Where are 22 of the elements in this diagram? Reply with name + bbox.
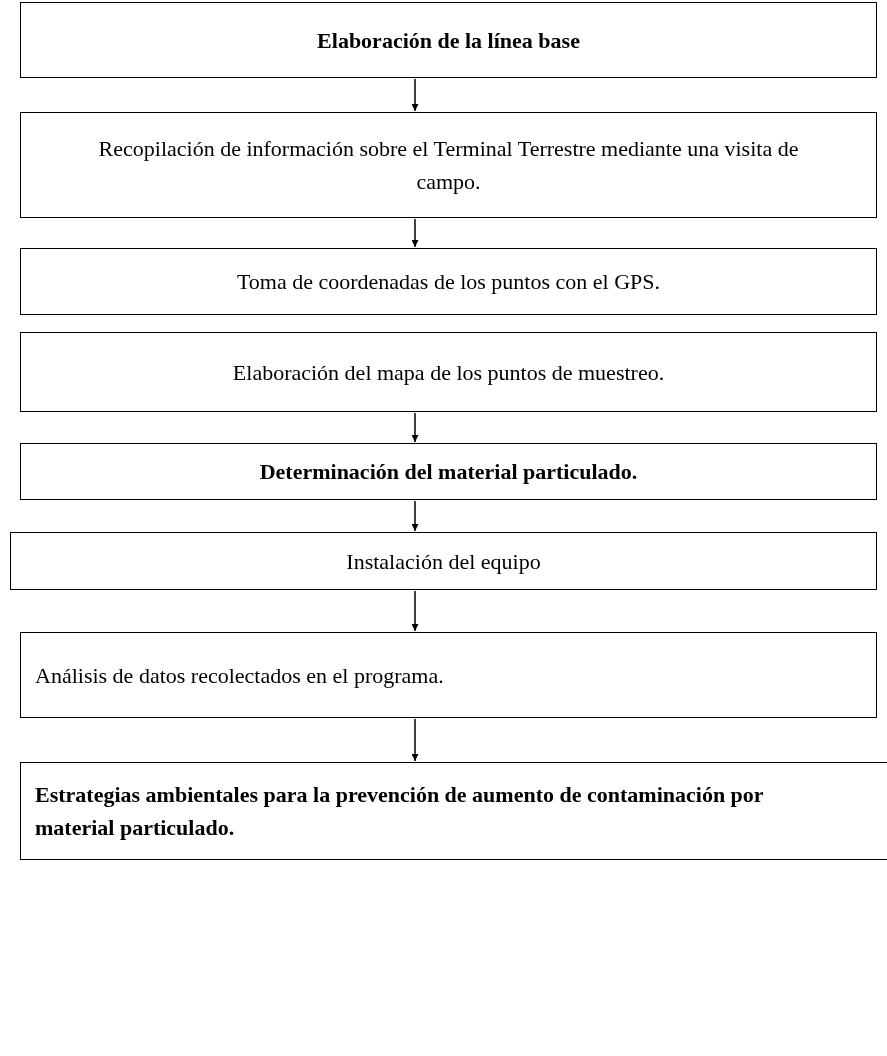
step-text: Toma de coordenadas de los puntos con el GPS. xyxy=(235,268,662,296)
step-text: Elaboración del mapa de los puntos de muestreo. xyxy=(231,358,666,387)
process-box xyxy=(20,762,887,860)
step-text: Análisis de datos recolectados en el programa. xyxy=(34,661,445,690)
process-box xyxy=(10,532,877,590)
process-box xyxy=(20,332,877,412)
process-box xyxy=(20,248,877,315)
step-text: Instalación del equipo xyxy=(345,547,542,576)
step-text: Elaboración de la línea base xyxy=(316,26,581,55)
step-text: Determinación del material particulado. xyxy=(258,458,639,486)
arrow xyxy=(411,218,419,248)
arrow xyxy=(411,718,419,762)
step-text: Recopilación de información sobre el Terminal Terrestre mediante una visita de campo. xyxy=(97,135,800,196)
process-box xyxy=(20,443,877,500)
arrow xyxy=(411,500,419,532)
arrow xyxy=(411,78,419,112)
process-box xyxy=(20,112,877,218)
process-box xyxy=(20,2,877,78)
arrow xyxy=(411,590,419,632)
step-text: Estrategias ambientales para la prevención de aumento de contaminación por material particulado. xyxy=(34,781,765,842)
process-box xyxy=(20,632,877,718)
arrow xyxy=(411,412,419,443)
